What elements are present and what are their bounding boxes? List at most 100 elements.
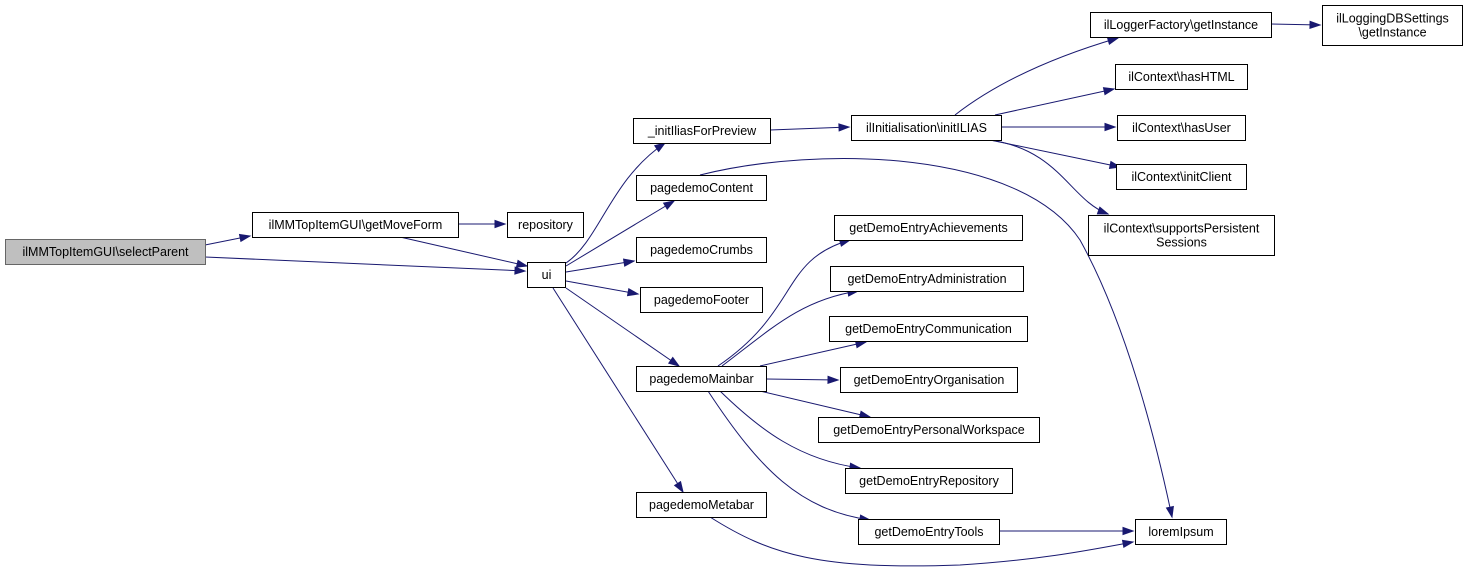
node-box[interactable]: [636, 237, 767, 263]
node-hasUser[interactable]: ilContext\hasUser: [1117, 115, 1246, 141]
node-label: ilLoggingDBSettings: [1336, 12, 1449, 26]
edge-line: [565, 287, 680, 367]
node-lorem[interactable]: loremIpsum: [1135, 519, 1227, 545]
edge-line: [769, 126, 850, 131]
edge-line: [994, 88, 1115, 116]
edge-line: [717, 239, 851, 367]
node-label: loremIpsum: [1148, 525, 1213, 539]
node-box[interactable]: [633, 118, 771, 144]
node-box[interactable]: [858, 519, 1000, 545]
node-communication[interactable]: getDemoEntryCommunication: [829, 316, 1028, 342]
edge-line: [989, 139, 1109, 215]
node-box[interactable]: [845, 468, 1013, 494]
node-box[interactable]: [1115, 64, 1248, 90]
edge-pdMainbar-to-organisation: [765, 375, 840, 385]
node-box[interactable]: [507, 212, 584, 238]
node-label: pagedemoMainbar: [649, 372, 753, 386]
node-label: getDemoEntryAchievements: [849, 221, 1007, 235]
node-selectParent[interactable]: ilMMTopItemGUI\selectParent: [5, 239, 206, 265]
edge-ui-to-pdMetabar: [552, 287, 684, 494]
arrowhead-icon: [514, 266, 527, 275]
node-box[interactable]: [1135, 519, 1227, 545]
node-box[interactable]: [834, 215, 1023, 241]
edge-selectParent-to-ui: [204, 256, 527, 275]
node-box[interactable]: [1090, 12, 1272, 38]
node-ilInit[interactable]: ilInitialisation\initILIAS: [851, 115, 1002, 141]
node-label: ilContext\supportsPersistent: [1104, 222, 1260, 236]
node-label: getDemoEntryPersonalWorkspace: [833, 423, 1025, 437]
node-loggingDB[interactable]: ilLoggingDBSettings\getInstance: [1322, 5, 1463, 46]
node-box[interactable]: [5, 239, 206, 265]
edge-ui-to-pdContent: [565, 200, 676, 267]
node-box[interactable]: [1117, 115, 1246, 141]
edge-pdMainbar-to-communication: [759, 340, 868, 367]
node-pdMetabar[interactable]: pagedemoMetabar: [636, 492, 767, 518]
edge-ui-to-initIlias: [565, 142, 667, 264]
node-initClient[interactable]: ilContext\initClient: [1116, 164, 1247, 190]
node-administration[interactable]: getDemoEntryAdministration: [830, 266, 1024, 292]
edge-ilInit-to-supportsPS: [989, 139, 1110, 215]
node-label: ilMMTopItemGUI\getMoveForm: [269, 218, 443, 232]
node-box[interactable]: [1088, 215, 1275, 256]
edge-line: [707, 390, 871, 521]
arrowhead-icon: [673, 480, 684, 494]
node-box[interactable]: [636, 366, 767, 392]
node-box[interactable]: [830, 266, 1024, 292]
edge-getMoveForm-to-repository: [458, 219, 507, 229]
node-hasHTML[interactable]: ilContext\hasHTML: [1115, 64, 1248, 90]
arrowhead-icon: [515, 259, 529, 268]
node-initIlias[interactable]: _initIliasForPreview: [633, 118, 771, 144]
node-box[interactable]: [829, 316, 1028, 342]
node-tools[interactable]: getDemoEntryTools: [858, 519, 1000, 545]
edge-line: [565, 142, 666, 264]
edge-line: [719, 390, 861, 469]
arrowhead-icon: [827, 375, 840, 385]
node-label: pagedemoFooter: [654, 293, 749, 307]
edge-line: [721, 290, 859, 367]
node-box[interactable]: [818, 417, 1040, 443]
node-personalWS[interactable]: getDemoEntryPersonalWorkspace: [818, 417, 1040, 443]
node-repositoryEntry[interactable]: getDemoEntryRepository: [845, 468, 1013, 494]
node-label: getDemoEntryCommunication: [845, 322, 1012, 336]
node-box[interactable]: [636, 175, 767, 201]
node-pdFooter[interactable]: pagedemoFooter: [640, 287, 763, 313]
edge-line: [565, 260, 635, 273]
node-pdCrumbs[interactable]: pagedemoCrumbs: [636, 237, 767, 263]
node-box[interactable]: [1116, 164, 1247, 190]
node-box[interactable]: [636, 492, 767, 518]
node-label: ilLoggerFactory\getInstance: [1104, 18, 1258, 32]
node-box[interactable]: [640, 287, 763, 313]
edge-line: [565, 200, 675, 267]
arrowhead-icon: [1102, 87, 1116, 96]
edge-pdMainbar-to-achievements: [717, 238, 852, 367]
edge-loggerFactory-to-loggingDB: [1270, 20, 1322, 29]
node-pdMainbar[interactable]: pagedemoMainbar: [636, 366, 767, 392]
node-box[interactable]: [252, 212, 459, 238]
node-ui[interactable]: ui: [527, 262, 566, 288]
node-label: getDemoEntryRepository: [859, 474, 999, 488]
arrowhead-icon: [1106, 36, 1120, 45]
node-loggerFactory[interactable]: ilLoggerFactory\getInstance: [1090, 12, 1272, 38]
node-label: _initIliasForPreview: [647, 124, 757, 138]
node-getMoveForm[interactable]: ilMMTopItemGUI\getMoveForm: [252, 212, 459, 238]
edge-initIlias-to-ilInit: [769, 123, 851, 132]
node-organisation[interactable]: getDemoEntryOrganisation: [840, 367, 1018, 393]
arrowhead-icon: [626, 287, 640, 297]
edge-ui-to-pdCrumbs: [565, 258, 636, 273]
arrowhead-icon: [667, 356, 681, 367]
node-pdContent[interactable]: pagedemoContent: [636, 175, 767, 201]
node-box[interactable]: [1322, 5, 1463, 46]
node-label: ilInitialisation\initILIAS: [866, 121, 987, 135]
arrowhead-icon: [1165, 505, 1174, 519]
node-repository[interactable]: repository: [507, 212, 584, 238]
edge-ilInit-to-hasUser: [1001, 122, 1117, 132]
node-achievements[interactable]: getDemoEntryAchievements: [834, 215, 1023, 241]
node-label: ilMMTopItemGUI\selectParent: [22, 245, 189, 259]
arrowhead-icon: [1122, 526, 1135, 536]
edge-ilInit-to-hasHTML: [994, 87, 1116, 116]
node-box[interactable]: [851, 115, 1002, 141]
node-box[interactable]: [840, 367, 1018, 393]
node-box[interactable]: [527, 262, 566, 288]
